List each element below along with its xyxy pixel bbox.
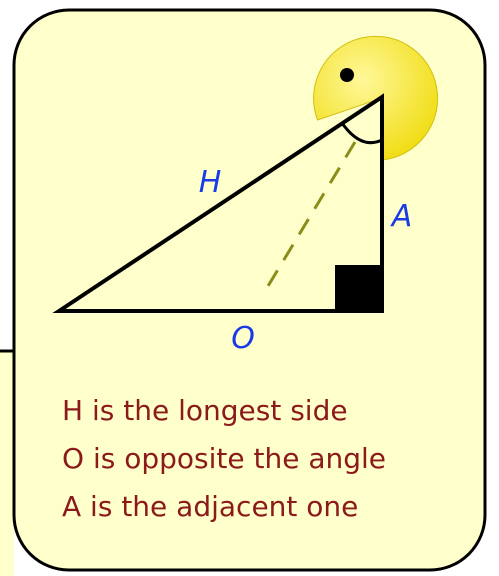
right-triangle (52, 93, 384, 313)
caption-line-1: H is the longest side (62, 394, 348, 427)
angle-arc (340, 122, 383, 145)
face-eye-icon (340, 68, 354, 82)
card (12, 8, 487, 572)
hypotenuse-label: H (199, 165, 222, 200)
caption-line-2: O is opposite the angle (62, 442, 386, 475)
caption-line-3: A is the adjacent one (62, 490, 358, 523)
adjacent-label: A (390, 199, 413, 234)
opposite-label: O (231, 321, 255, 356)
right-angle-marker (335, 265, 381, 311)
face-icon (313, 35, 439, 161)
left-strip (0, 352, 14, 576)
